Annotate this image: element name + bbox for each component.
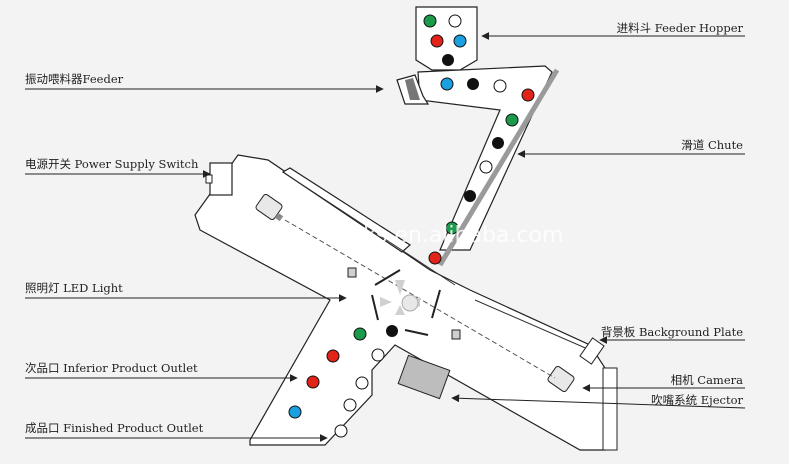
callout-power: 电源开关 Power Supply Switch xyxy=(25,157,211,178)
ejector-box xyxy=(397,354,451,400)
callout-background-plate: 背景板 Background Plate xyxy=(599,325,745,344)
vibration-feeder-shade xyxy=(405,78,420,100)
label-background-plate: 背景板 Background Plate xyxy=(601,325,743,339)
led-light-upper xyxy=(347,267,357,278)
label-feeder: 振动喂料器Feeder xyxy=(25,72,124,86)
inferior-outlet-particles xyxy=(288,327,367,419)
background-plate xyxy=(579,337,605,365)
label-ejector: 吹嘴系统 Ejector xyxy=(651,393,743,407)
label-power-supply-switch: 电源开关 Power Supply Switch xyxy=(25,157,199,171)
power-switch-box xyxy=(209,162,233,196)
power-switch xyxy=(205,174,213,184)
callout-chute: 滑道 Chute xyxy=(517,138,745,158)
label-feeder-hopper: 进料斗 Feeder Hopper xyxy=(617,21,744,35)
hopper-particles xyxy=(423,14,467,66)
chute-particles xyxy=(428,113,519,265)
label-led-light: 照明灯 LED Light xyxy=(25,281,123,295)
led-light-lower xyxy=(451,329,461,340)
callout-hopper: 进料斗 Feeder Hopper xyxy=(481,21,745,40)
inspection-zone xyxy=(371,269,441,336)
right-frame-bar xyxy=(602,367,618,451)
callout-finished: 成品口 Finished Product Outlet xyxy=(25,421,328,442)
label-inferior-product-outlet: 次品口 Inferior Product Outlet xyxy=(25,361,198,375)
camera-upper xyxy=(255,193,284,222)
callout-ejector: 吹嘴系统 Ejector xyxy=(451,393,746,409)
label-chute: 滑道 Chute xyxy=(681,138,743,152)
chute-bar xyxy=(437,68,560,267)
callout-camera: 相机 Camera xyxy=(582,373,745,392)
watermark: hfsks.en.alibaba.com xyxy=(330,223,563,248)
finished-outlet-particles xyxy=(334,325,398,438)
label-finished-product-outlet: 成品口 Finished Product Outlet xyxy=(25,421,204,435)
inner-line-2 xyxy=(474,299,591,351)
callout-feeder: 振动喂料器Feeder xyxy=(25,72,384,93)
upper-shroud xyxy=(281,167,411,253)
camera-lower xyxy=(547,365,575,393)
feeder-tray xyxy=(417,65,553,251)
label-camera: 相机 Camera xyxy=(671,373,744,387)
callout-inferior: 次品口 Inferior Product Outlet xyxy=(25,361,298,382)
feeder-particles xyxy=(440,77,535,102)
machine-body xyxy=(194,154,606,451)
callout-led: 照明灯 LED Light xyxy=(25,281,347,302)
inner-line-1 xyxy=(294,179,456,286)
